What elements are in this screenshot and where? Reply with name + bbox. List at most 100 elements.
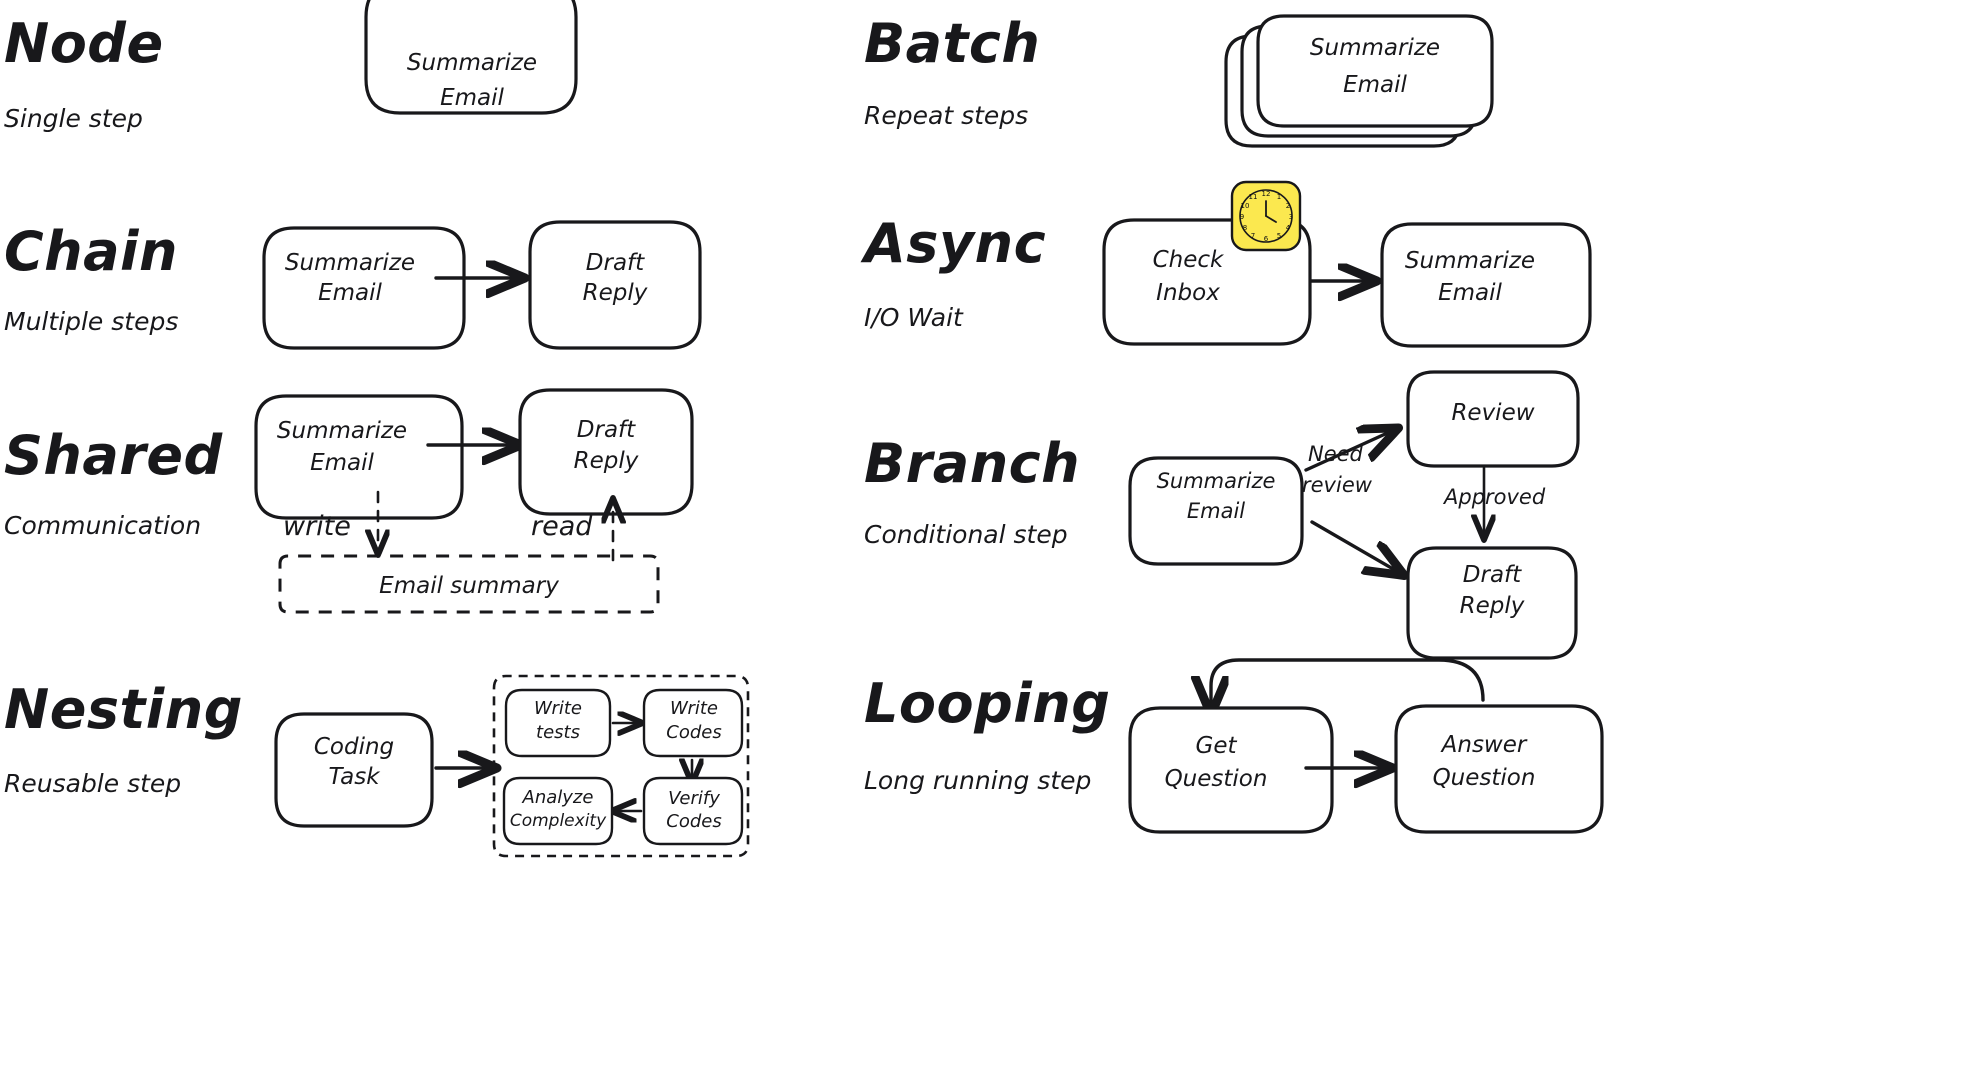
nesting-write-codes-line2: Codes xyxy=(666,722,721,743)
clock-hour-2: 2 xyxy=(1286,202,1290,210)
async-check-line2: Inbox xyxy=(1156,280,1220,306)
section-branch: Branch Conditional step Summarize Email … xyxy=(864,370,1580,660)
nesting-coding-line1: Coding xyxy=(314,734,394,760)
clock-hour-11: 11 xyxy=(1249,193,1258,201)
section-node-subheading: Single step xyxy=(4,104,143,133)
async-summarize-line1: Summarize xyxy=(1405,248,1535,274)
shared-summarize-line1: Summarize xyxy=(277,418,407,444)
batch-label-line1: Summarize xyxy=(1310,35,1440,61)
section-async-subheading: I/O Wait xyxy=(864,303,964,332)
nesting-node-write-codes[interactable]: Write Codes xyxy=(642,688,744,758)
clock-icon: 12 1 2 3 4 5 6 7 8 9 10 11 xyxy=(1230,180,1302,252)
shared-edge-label-read: read xyxy=(531,511,593,542)
section-chain-subheading: Multiple steps xyxy=(4,307,178,336)
branch-summarize-line1: Summarize xyxy=(1157,469,1276,493)
branch-draft-line2: Reply xyxy=(1460,593,1525,619)
section-async: Async I/O Wait Check Inbox 12 1 2 3 4 5 … xyxy=(860,180,1592,348)
section-batch-heading: Batch xyxy=(864,12,1040,75)
section-batch-subheading: Repeat steps xyxy=(864,101,1028,130)
branch-summarize-line2: Email xyxy=(1187,499,1245,523)
branch-review-label: Review xyxy=(1451,400,1534,426)
branch-edge-label-need: Need xyxy=(1308,442,1364,466)
section-looping-heading: Looping xyxy=(864,672,1110,735)
looping-node-get-question[interactable]: Get Question xyxy=(1128,706,1334,834)
branch-node-summarize[interactable]: Summarize Email xyxy=(1128,456,1304,566)
branch-edge-label-review: review xyxy=(1302,473,1373,497)
section-nesting: Nesting Reusable step Coding Task Write … xyxy=(4,674,750,858)
branch-edge-label-approved: Approved xyxy=(1442,485,1546,509)
chain-node-summarize[interactable]: Summarize Email xyxy=(262,226,466,350)
section-nesting-heading: Nesting xyxy=(4,678,243,741)
async-summarize-line2: Email xyxy=(1438,280,1502,306)
section-branch-heading: Branch xyxy=(864,432,1080,495)
branch-edge-need-review xyxy=(1304,430,1394,472)
shared-summarize-line2: Email xyxy=(310,450,374,476)
branch-node-draft[interactable]: Draft Reply xyxy=(1406,546,1578,660)
section-batch: Batch Repeat steps Summarize Email xyxy=(864,12,1494,148)
chain-summarize-line2: Email xyxy=(318,280,382,306)
looping-edge-answer-to-get xyxy=(1211,658,1485,710)
nesting-analyze-line2: Complexity xyxy=(510,811,607,831)
nesting-verify-line2: Codes xyxy=(666,811,721,832)
section-node-heading: Node xyxy=(4,12,164,75)
section-nesting-subheading: Reusable step xyxy=(4,769,181,798)
clock-hour-5: 5 xyxy=(1277,232,1281,240)
nesting-subflow-group: Write tests Write Codes Verify Codes Ana… xyxy=(492,674,750,858)
batch-label-line2: Email xyxy=(1343,72,1407,98)
nesting-write-codes-line1: Write xyxy=(670,698,718,719)
clock-hour-7: 7 xyxy=(1251,232,1255,240)
looping-node-answer-question[interactable]: Answer Question xyxy=(1394,704,1604,834)
branch-node-review[interactable]: Review xyxy=(1406,370,1580,468)
section-shared: Shared Communication Summarize Email Dra… xyxy=(4,388,694,614)
async-node-summarize[interactable]: Summarize Email xyxy=(1380,222,1592,348)
clock-hour-6: 6 xyxy=(1264,235,1269,243)
nesting-node-verify-codes[interactable]: Verify Codes xyxy=(642,776,744,846)
nesting-analyze-line1: Analyze xyxy=(522,787,594,808)
nesting-coding-line2: Task xyxy=(328,764,381,790)
shared-node-draft[interactable]: Draft Reply xyxy=(518,388,694,516)
clock-hour-3: 3 xyxy=(1289,213,1293,221)
section-looping: Looping Long running step Get Question A… xyxy=(864,658,1604,834)
clock-hour-12: 12 xyxy=(1262,190,1271,198)
async-check-line1: Check xyxy=(1153,247,1225,273)
section-chain-heading: Chain xyxy=(4,220,178,283)
nesting-write-tests-line2: tests xyxy=(536,722,580,743)
clock-hour-1: 1 xyxy=(1277,193,1281,201)
clock-hour-9: 9 xyxy=(1240,213,1244,221)
nesting-verify-line1: Verify xyxy=(668,788,720,809)
section-shared-heading: Shared xyxy=(4,424,224,487)
shared-node-store[interactable]: Email summary xyxy=(278,554,660,614)
nesting-node-coding-task[interactable]: Coding Task xyxy=(274,712,434,828)
nesting-node-analyze-complexity[interactable]: Analyze Complexity xyxy=(502,776,614,846)
node-label-line1: Summarize xyxy=(407,50,537,76)
looping-get-line2: Question xyxy=(1165,766,1268,792)
section-chain: Chain Multiple steps Summarize Email Dra… xyxy=(4,220,702,350)
batch-card-front xyxy=(1256,14,1494,128)
shared-store-label: Email summary xyxy=(379,573,559,599)
nesting-node-write-tests[interactable]: Write tests xyxy=(504,688,612,758)
chain-draft-line1: Draft xyxy=(586,250,645,276)
shared-node-summarize[interactable]: Summarize Email xyxy=(254,394,464,520)
batch-card-stack[interactable]: Summarize Email xyxy=(1224,14,1494,148)
section-async-heading: Async xyxy=(860,212,1046,275)
chain-node-draft[interactable]: Draft Reply xyxy=(528,220,702,350)
node-summarize-email[interactable]: Summarize Email xyxy=(364,0,578,115)
shared-draft-line2: Reply xyxy=(574,448,639,474)
chain-draft-line2: Reply xyxy=(583,280,648,306)
shared-draft-line1: Draft xyxy=(577,417,636,443)
section-node: Node Single step Summarize Email xyxy=(4,0,578,133)
looping-answer-line1: Answer xyxy=(1440,732,1528,758)
section-looping-subheading: Long running step xyxy=(864,766,1091,795)
clock-hour-4: 4 xyxy=(1286,224,1291,232)
nesting-write-tests-line1: Write xyxy=(534,698,582,719)
node-label-line2: Email xyxy=(440,85,504,111)
looping-answer-line2: Question xyxy=(1433,765,1536,791)
clock-hour-8: 8 xyxy=(1243,224,1247,232)
branch-draft-line1: Draft xyxy=(1463,562,1522,588)
chain-summarize-line1: Summarize xyxy=(285,250,415,276)
section-shared-subheading: Communication xyxy=(4,511,201,540)
shared-edge-label-write: write xyxy=(283,511,351,542)
looping-get-line1: Get xyxy=(1196,733,1238,759)
section-branch-subheading: Conditional step xyxy=(864,520,1068,549)
